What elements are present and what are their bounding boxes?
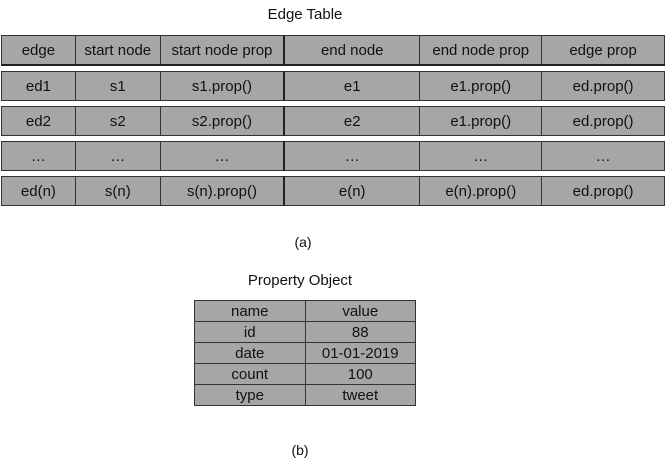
table-row: … … … … … … xyxy=(1,141,665,171)
header-cell: value xyxy=(304,300,416,322)
header-cell: edge xyxy=(1,35,76,66)
table-cell: … xyxy=(1,141,76,171)
table-cell: s2 xyxy=(74,106,161,136)
edge-table: edge start node start node prop end node… xyxy=(1,35,665,206)
table-cell: s(n).prop() xyxy=(159,176,286,206)
table-cell: … xyxy=(541,141,665,171)
table-cell: date xyxy=(194,342,306,364)
table-cell: s2.prop() xyxy=(159,106,286,136)
table-cell: ed2 xyxy=(1,106,76,136)
table-cell: ed.prop() xyxy=(541,176,665,206)
table-cell: e2 xyxy=(283,106,421,136)
table-cell: e1 xyxy=(283,71,421,101)
table-cell: id xyxy=(194,321,306,343)
header-cell: start node prop xyxy=(159,35,286,66)
table-cell: count xyxy=(194,363,306,385)
table-cell: 01-01-2019 xyxy=(304,342,416,364)
table-cell: … xyxy=(159,141,286,171)
table-row: ed1 s1 s1.prop() e1 e1.prop() ed.prop() xyxy=(1,71,665,101)
table-cell: e(n).prop() xyxy=(419,176,543,206)
property-object-table: name value id 88 date 01-01-2019 count 1… xyxy=(194,300,416,406)
property-header-row: name value xyxy=(194,300,416,322)
table-cell: … xyxy=(74,141,161,171)
table-row: ed2 s2 s2.prop() e2 e1.prop() ed.prop() xyxy=(1,106,665,136)
table-cell: ed(n) xyxy=(1,176,76,206)
table-cell: ed.prop() xyxy=(541,106,665,136)
table-row: ed(n) s(n) s(n).prop() e(n) e(n).prop() … xyxy=(1,176,665,206)
table-cell: s1 xyxy=(74,71,161,101)
header-cell: edge prop xyxy=(541,35,665,66)
header-cell: name xyxy=(194,300,306,322)
edge-table-title: Edge Table xyxy=(267,6,343,23)
table-cell: type xyxy=(194,384,306,406)
table-cell: e(n) xyxy=(283,176,421,206)
table-row: date 01-01-2019 xyxy=(194,342,416,364)
table-cell: 100 xyxy=(304,363,416,385)
caption-b: (b) xyxy=(291,442,309,458)
table-cell: … xyxy=(419,141,543,171)
table-cell: e1.prop() xyxy=(419,106,543,136)
property-object-title: Property Object xyxy=(247,272,353,289)
edge-table-header-row: edge start node start node prop end node… xyxy=(1,35,665,66)
header-cell: start node xyxy=(74,35,161,66)
table-cell: ed.prop() xyxy=(541,71,665,101)
table-cell: … xyxy=(283,141,421,171)
table-row: id 88 xyxy=(194,321,416,343)
table-row: type tweet xyxy=(194,384,416,406)
header-cell: end node xyxy=(283,35,421,66)
caption-a: (a) xyxy=(294,234,312,250)
header-cell: end node prop xyxy=(419,35,543,66)
table-cell: s1.prop() xyxy=(159,71,286,101)
table-cell: e1.prop() xyxy=(419,71,543,101)
table-cell: 88 xyxy=(304,321,416,343)
table-row: count 100 xyxy=(194,363,416,385)
table-cell: s(n) xyxy=(74,176,161,206)
table-cell: ed1 xyxy=(1,71,76,101)
table-cell: tweet xyxy=(304,384,416,406)
